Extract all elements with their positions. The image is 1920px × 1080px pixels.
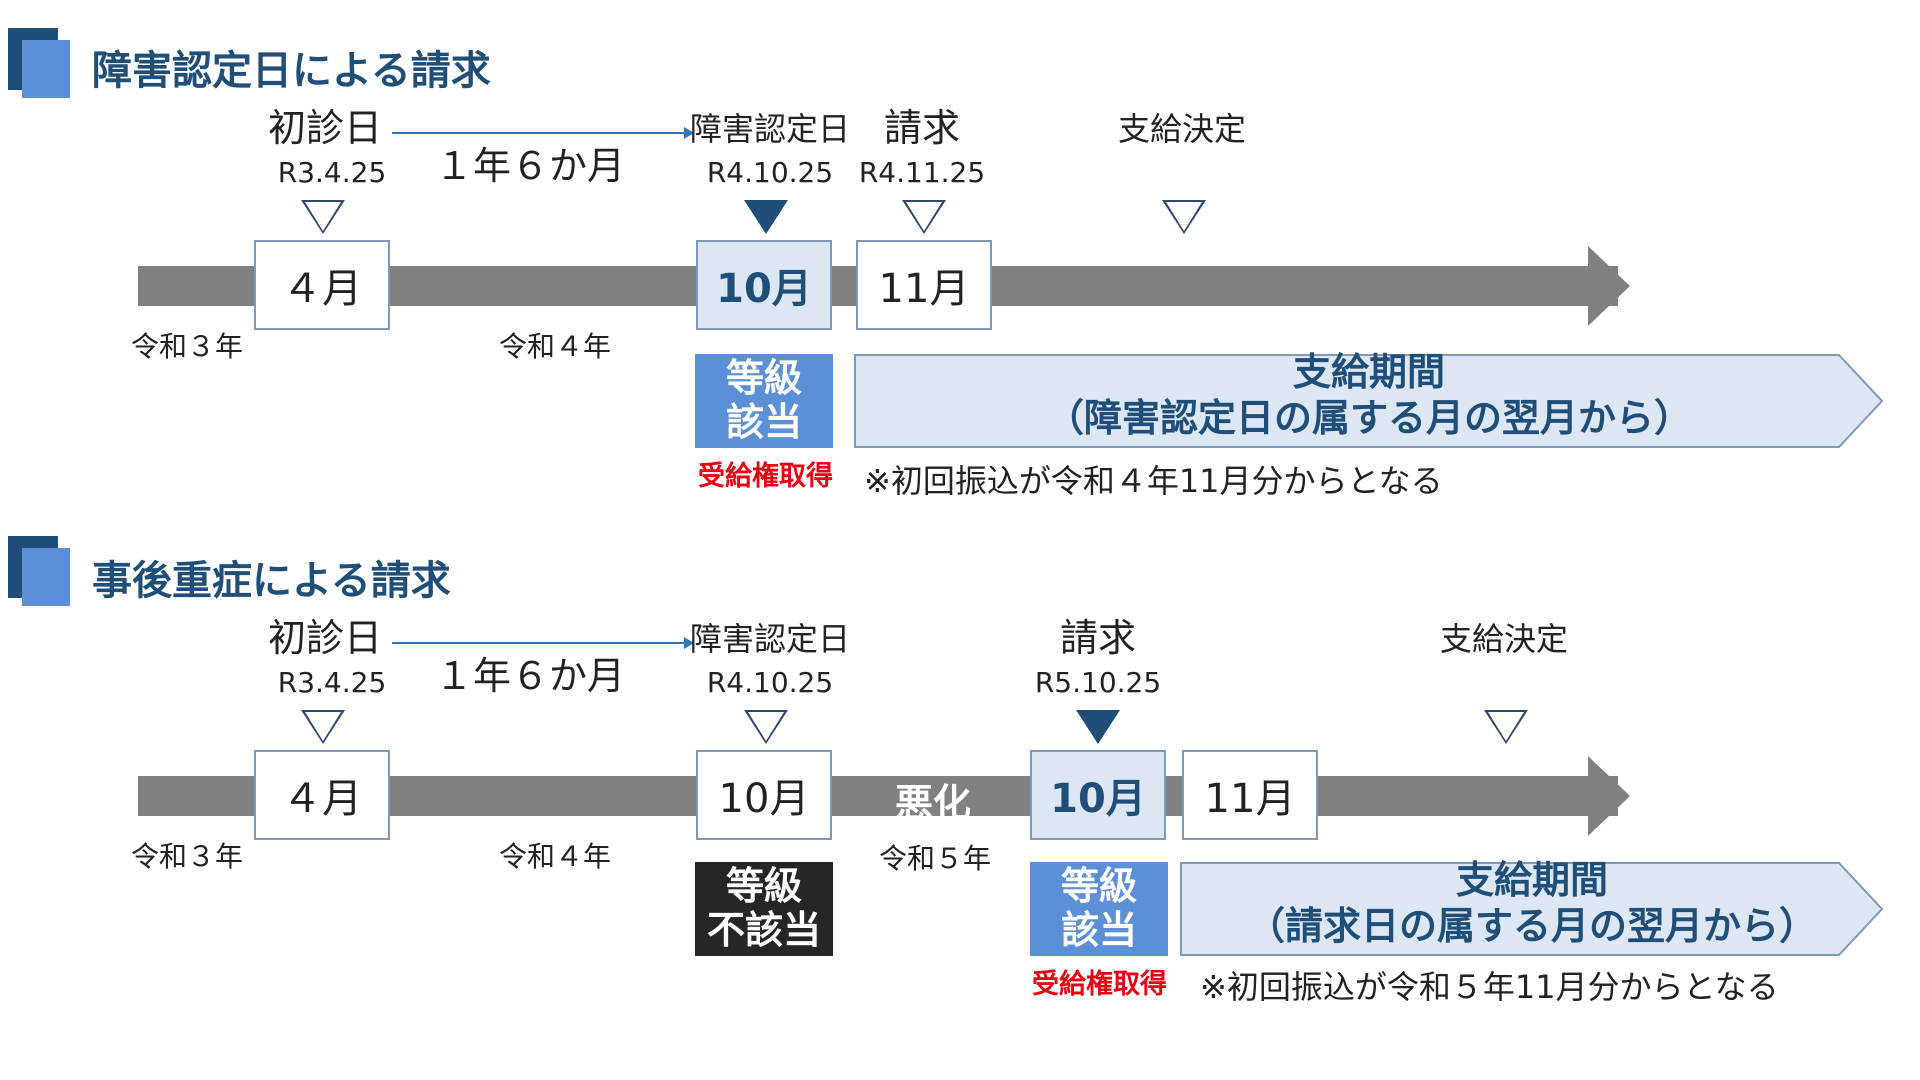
s2-period-title: 支給期間: [1455, 858, 1608, 902]
section-2-title: 事後重症による請求: [92, 558, 451, 604]
s1-period-title: 支給期間: [1292, 350, 1445, 394]
s1-claim-date: R4.11.25: [858, 156, 986, 189]
s1-grade-line1: 等級: [725, 356, 802, 401]
s1-payment-period-shape: [854, 354, 1884, 448]
s2-month-november: 11月: [1182, 750, 1318, 840]
s2-claim-marker: [1076, 710, 1120, 744]
s2-recognition-date: R4.10.25: [706, 666, 834, 699]
s2-duration: １年６か月: [434, 654, 626, 698]
s2-recognition-marker: [744, 710, 788, 744]
s2-year-r3: 令和３年: [130, 840, 244, 873]
s2-grade-not-line2: 不該当: [706, 908, 821, 952]
s1-duration: １年６か月: [434, 144, 626, 188]
s1-grade-applicable: 等級該当: [695, 354, 833, 448]
s2-grade-not-applicable: 等級不該当: [695, 862, 833, 956]
s1-period-sub: （障害認定日の属する月の翌月から）: [1045, 396, 1692, 440]
s2-claim-label: 請求: [1059, 616, 1137, 660]
section-1-title: 障害認定日による請求: [92, 48, 491, 94]
s1-recognition-marker: [744, 200, 788, 234]
s2-grade-line1: 等級: [1060, 864, 1137, 909]
s1-claim-marker: [902, 200, 946, 234]
s1-month-november: 11月: [856, 240, 992, 330]
s2-grade-line2: 該当: [1060, 908, 1137, 952]
s1-duration-arrow: [392, 127, 694, 139]
s2-first-visit-date: R3.4.25: [277, 666, 387, 699]
s1-decision-label: 支給決定: [1117, 110, 1247, 148]
s1-recognition-date: R4.10.25: [706, 156, 834, 189]
s1-year-r3: 令和３年: [130, 330, 244, 363]
s2-timeline-arrowhead: [1588, 756, 1630, 836]
s2-recognition-label: 障害認定日: [689, 620, 851, 658]
s1-rights-acquired: 受給権取得: [698, 461, 833, 492]
s2-first-visit-marker: [301, 710, 345, 744]
s2-payment-period: 支給期間 （請求日の属する月の翌月から）: [1180, 858, 1884, 956]
s1-month-october: 10月: [696, 240, 832, 330]
s2-duration-arrow: [392, 637, 694, 649]
s2-claim-date: R5.10.25: [1034, 666, 1162, 699]
s1-timeline-arrowhead: [1588, 246, 1630, 326]
s2-decision-marker: [1484, 710, 1528, 744]
s1-first-visit-label: 初診日: [267, 106, 383, 150]
s1-first-visit-marker: [301, 200, 345, 234]
s2-rights-acquired: 受給権取得: [1032, 969, 1167, 1000]
s2-decision-label: 支給決定: [1439, 620, 1569, 658]
s1-payment-period: 支給期間 （障害認定日の属する月の翌月から）: [854, 350, 1884, 448]
s1-first-visit-date: R3.4.25: [277, 156, 387, 189]
s2-note: ※初回振込が令和５年11月分からとなる: [1200, 968, 1779, 1006]
s2-grade-applicable: 等級該当: [1030, 862, 1168, 956]
s2-period-sub: （請求日の属する月の翌月から）: [1246, 904, 1817, 948]
section-2-icon: [8, 536, 70, 606]
s1-grade-line2: 該当: [725, 400, 802, 444]
s1-recognition-label: 障害認定日: [689, 110, 851, 148]
s2-first-visit-label: 初診日: [267, 616, 383, 660]
s1-month-april: ４月: [254, 240, 390, 330]
s2-month-october-r4: 10月: [696, 750, 832, 840]
s1-decision-marker: [1162, 200, 1206, 234]
s2-grade-not-line1: 等級: [725, 864, 802, 909]
s1-claim-label: 請求: [883, 106, 961, 150]
s2-month-october-r5: 10月: [1030, 750, 1166, 840]
s2-year-r4: 令和４年: [498, 840, 612, 873]
section-1-icon: [8, 28, 70, 98]
s2-month-april: ４月: [254, 750, 390, 840]
s1-note: ※初回振込が令和４年11月分からとなる: [864, 462, 1443, 500]
s1-year-r4: 令和４年: [498, 330, 612, 363]
s2-year-r5: 令和５年: [878, 842, 992, 875]
s2-worsening: 悪化: [895, 781, 972, 825]
s2-payment-period-shape: [1180, 862, 1884, 956]
